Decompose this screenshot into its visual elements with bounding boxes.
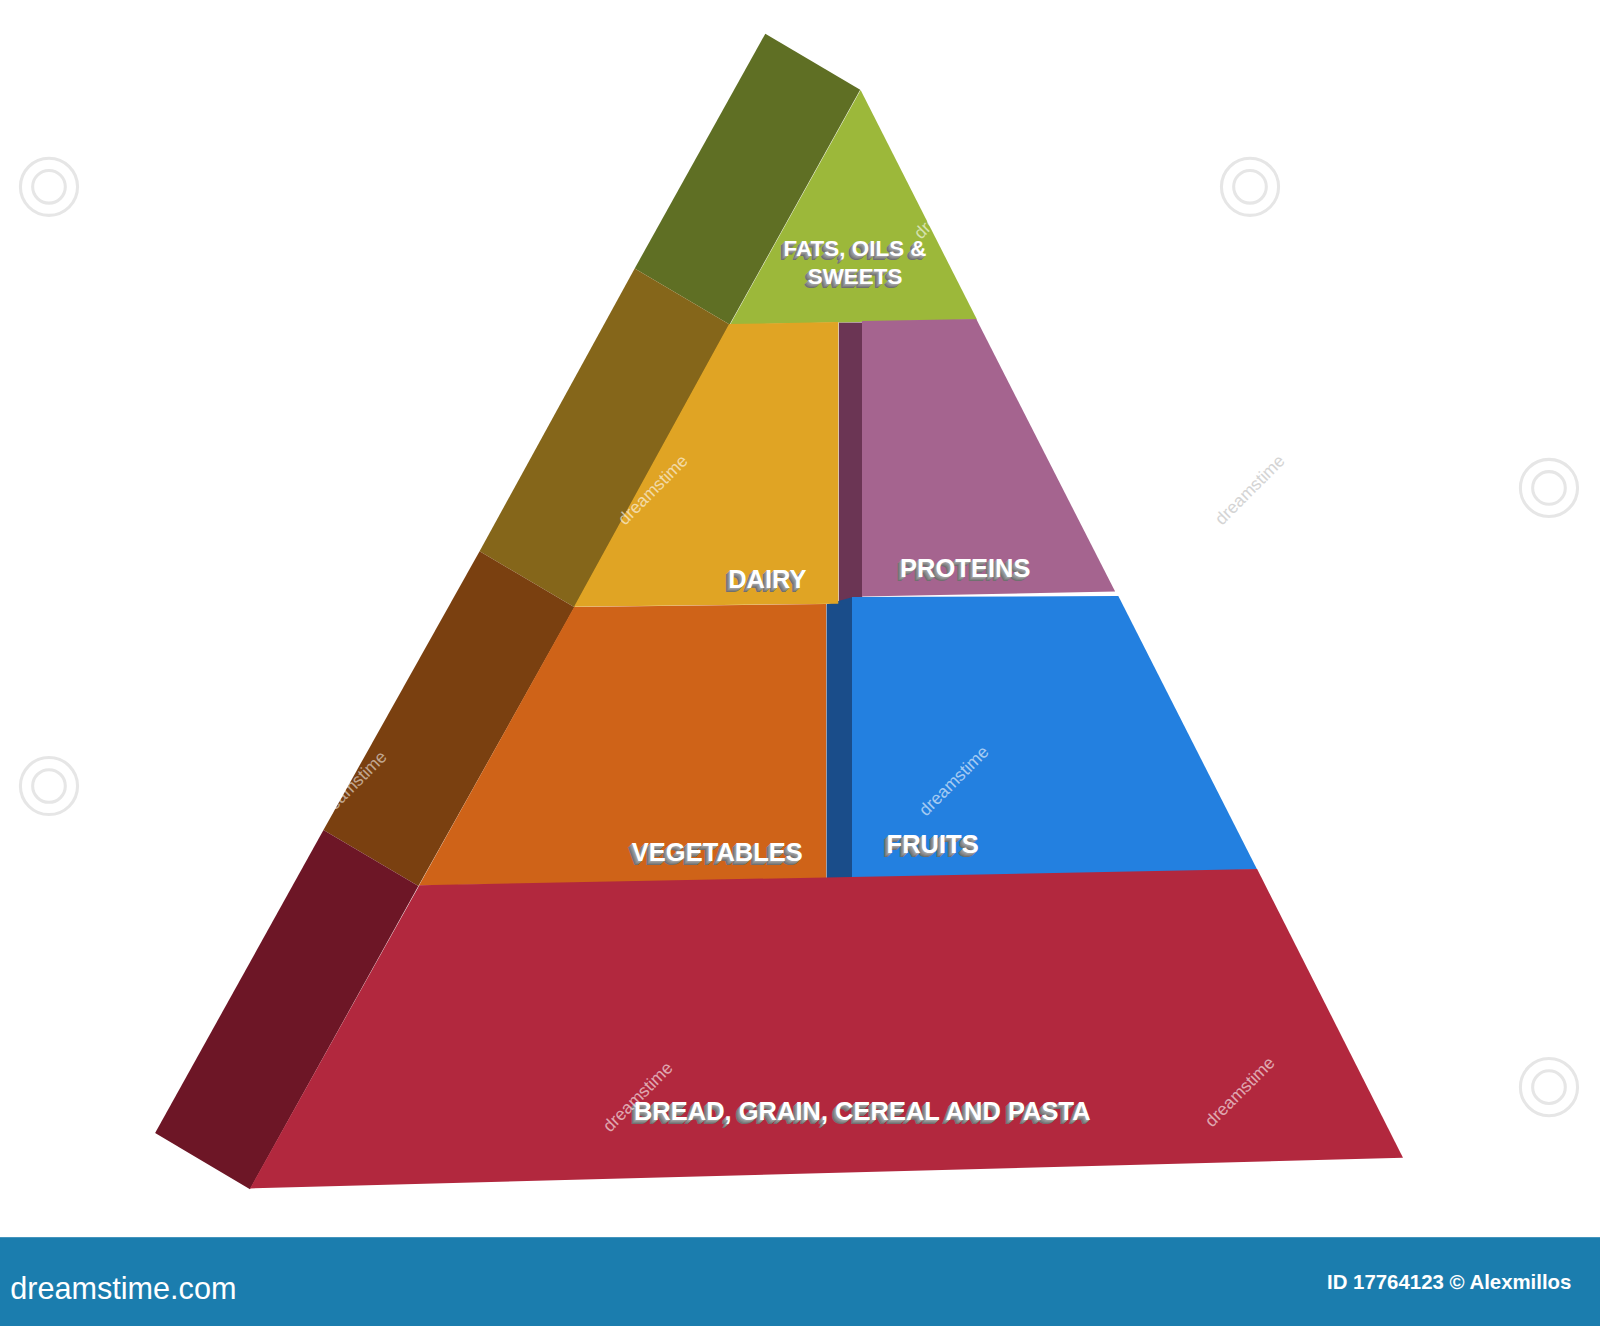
band-face [250, 869, 1403, 1188]
band-shape [574, 322, 838, 607]
food-band: DAIRY [574, 322, 838, 607]
food-group-label: PROTEINS [900, 553, 1030, 585]
food-band: VEGETABLES [419, 604, 826, 886]
band-face [862, 319, 1115, 597]
divider-face [839, 323, 862, 605]
food-band: FRUITS [852, 596, 1257, 880]
divider-face [827, 597, 853, 880]
food-group-label: DAIRY [728, 564, 806, 596]
food-group-label: BREAD, GRAIN, CEREAL AND PASTA [634, 1096, 1091, 1128]
food-group-label: FATS, OILS & SWEETS [779, 235, 932, 291]
footer-text: dreamstime.com [10, 1270, 236, 1305]
watermark: dreamstime [910, 165, 989, 244]
footer-text: ID 17764123 © Alexmillos [1327, 1270, 1571, 1293]
band-face [852, 596, 1257, 880]
band-shape [250, 869, 1403, 1188]
band-face [419, 604, 826, 886]
watermark: dreamstime [1211, 450, 1290, 529]
food-group-label: FRUITS [887, 829, 979, 861]
footer-bar [0, 1237, 1600, 1326]
food-group-label: VEGETABLES [632, 837, 803, 869]
band-face [574, 322, 838, 607]
food-band: BREAD, GRAIN, CEREAL AND PASTA [250, 869, 1403, 1188]
food-band: PROTEINS [862, 319, 1115, 597]
